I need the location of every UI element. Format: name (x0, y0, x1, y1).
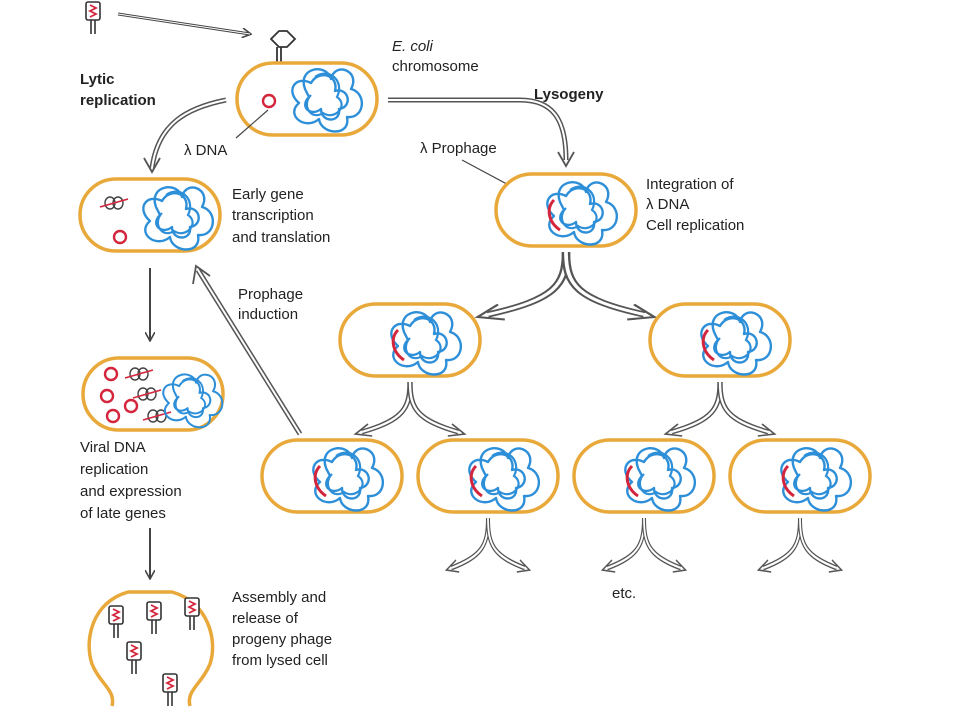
viral-dna-label-line2: replication (80, 461, 148, 478)
lytic-label-line2: replication (80, 92, 156, 109)
lambda-prophage-label: λ Prophage (420, 140, 497, 157)
integration-cell (496, 174, 636, 246)
early-gene-label-line2: transcription (232, 207, 314, 224)
lysogen-cell-gen3-4 (730, 440, 870, 512)
lambda-dna-circle (261, 93, 277, 109)
split-arrow-2-right (665, 382, 774, 436)
viral-dna-label-line1: Viral DNA (80, 439, 146, 456)
infected-cell (235, 30, 379, 137)
lysogen-cell-gen3-3 (574, 440, 714, 512)
progeny-phage-icon (162, 673, 178, 707)
split-arrow-3-3 (758, 518, 841, 572)
early-gene-label-line3: and translation (232, 229, 330, 246)
integration-label-line2: λ DNA (646, 196, 689, 213)
lysogen-cell-gen2-left (340, 304, 480, 376)
assembly-label-line1: Assembly and (232, 589, 326, 606)
induction-label-line2: induction (238, 306, 298, 323)
split-arrow-1 (478, 252, 655, 320)
early-gene-cell (78, 177, 222, 253)
ecoli-label-line1: E. coli (392, 38, 434, 55)
lytic-label-line1: Lytic (80, 71, 114, 88)
progeny-phage-icon (108, 605, 124, 639)
induction-label-line1: Prophage (238, 286, 303, 303)
lysogen-cell-gen3-1 (262, 440, 402, 512)
early-gene-label-line1: Early gene (232, 186, 304, 203)
integration-label-line3: Cell replication (646, 217, 744, 234)
viral-replication-cell (81, 356, 225, 432)
progeny-phage-icon (184, 597, 200, 631)
lysogen-cell-gen2-right (650, 304, 790, 376)
split-arrow-3-1 (446, 518, 529, 572)
viral-dna-label-line3: and expression (80, 483, 182, 500)
lysogeny-label: Lysogeny (534, 86, 604, 103)
integration-label-line1: Integration of (646, 176, 734, 193)
split-arrow-3-2 (602, 518, 685, 572)
assembly-label-line3: progeny phage (232, 631, 332, 648)
split-arrow-2-left (355, 382, 464, 436)
progeny-phage-icon (146, 601, 162, 635)
etc-label: etc. (612, 585, 636, 602)
assembly-label-line4: from lysed cell (232, 652, 328, 669)
lysed-cell (87, 590, 215, 707)
progeny-phage-icon (126, 641, 142, 675)
infecting-phage-icon (85, 1, 101, 35)
lysogen-cell-gen3-2 (418, 440, 558, 512)
ecoli-label-line2: chromosome (392, 58, 479, 75)
lambda-dna-label: λ DNA (184, 142, 227, 159)
assembly-label-line2: release of (232, 610, 299, 627)
viral-dna-label-line4: of late genes (80, 505, 166, 522)
